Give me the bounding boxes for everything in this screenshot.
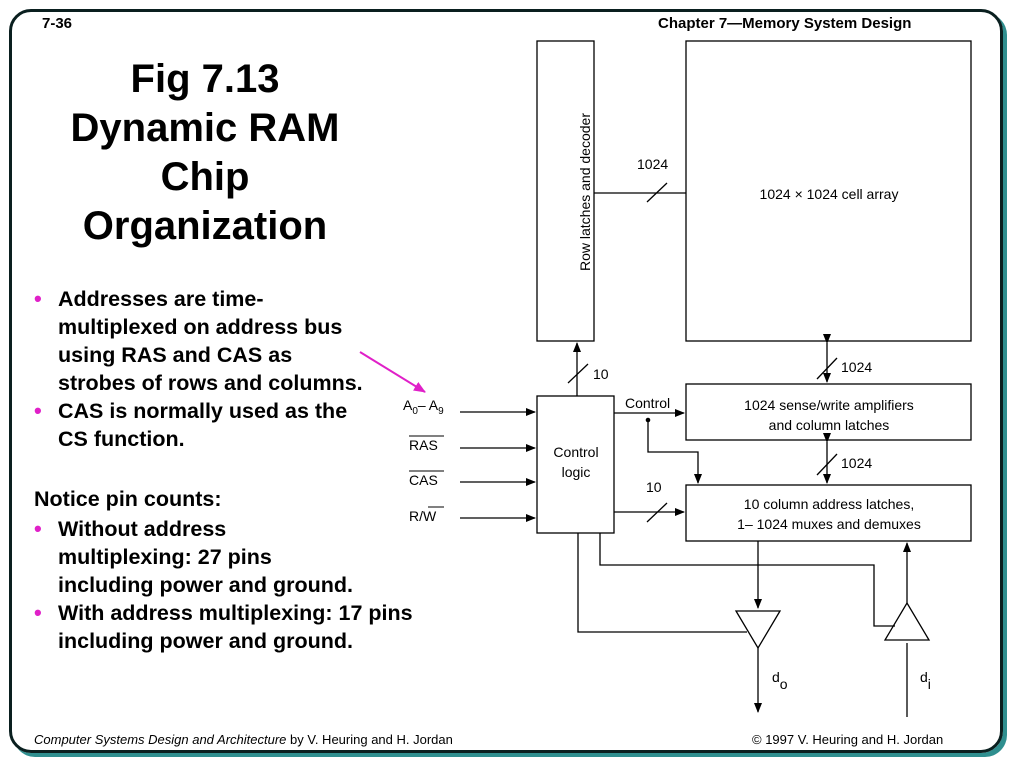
footer-citation: Computer Systems Design and Architecture… (34, 732, 453, 747)
address-pins-label: A0– A9 (403, 397, 444, 417)
junction-dot (645, 417, 651, 423)
bullet-list-bottom: Without address multiplexing: 27 pins in… (34, 515, 424, 655)
bus-slash (646, 502, 668, 523)
column-latch-box (685, 484, 972, 542)
footer-copyright: © 1997 V. Heuring and H. Jordan (752, 732, 944, 747)
row-decoder-box (536, 40, 595, 342)
slide-number: 7-36 (42, 15, 73, 32)
ras-label: RAS (409, 437, 438, 453)
column-latch-label-2: 1– 1024 muxes and demuxes (737, 516, 921, 532)
rw-label: R/W (409, 508, 437, 524)
bus-width-label: 1024 (841, 455, 872, 471)
row-decoder-label: Row latches and decoder (577, 113, 593, 271)
bullet-item: CAS is normally used as the CS function. (34, 397, 364, 453)
bus-width-label: 1024 (841, 359, 872, 375)
slide-frame (9, 9, 1003, 753)
control-logic-label-2: logic (562, 464, 591, 480)
control-signal-label: Control (625, 395, 670, 411)
column-latch-label-1: 10 column address latches, (744, 496, 914, 512)
control-logic-box (536, 395, 615, 534)
bus-width-label: 10 (593, 366, 609, 382)
control-logic-label-1: Control (553, 444, 598, 460)
sense-amps-label-1: 1024 sense/write amplifiers (744, 397, 914, 413)
pointer-arrow (359, 351, 426, 393)
title-line-3: Chip (160, 155, 250, 199)
title-line-2: Dynamic RAM (70, 106, 340, 150)
slide-title: Fig 7.13 Dynamic RAM Chip Organization (40, 55, 370, 251)
book-title: Computer Systems Design and Architecture (34, 732, 287, 747)
bus-width-label: 10 (646, 479, 662, 495)
bus-slash (816, 453, 838, 476)
data-in-label: di (920, 669, 931, 692)
bullet-item: Addresses are time-multiplexed on addres… (34, 285, 364, 397)
output-enable-line (577, 533, 747, 633)
bullet-item: Without address multiplexing: 27 pins in… (34, 515, 358, 599)
output-buffer-triangle (734, 610, 782, 650)
bus-slash (646, 182, 668, 203)
chapter-header: Chapter 7—Memory System Design (658, 15, 912, 32)
data-out-label: do (772, 669, 788, 692)
notice-heading: Notice pin counts: (34, 487, 222, 511)
bus-width-label: 1024 (637, 156, 668, 172)
input-enable-line (599, 533, 895, 627)
bus-slash (816, 357, 838, 380)
control-branch-line (647, 420, 702, 484)
title-line-1: Fig 7.13 (130, 57, 280, 101)
input-buffer-triangle (883, 601, 931, 641)
bullet-item: With address multiplexing: 17 pins inclu… (34, 599, 424, 655)
cell-array-label: 1024 × 1024 cell array (760, 186, 899, 202)
bus-slash (567, 363, 589, 384)
cas-label: CAS (409, 472, 438, 488)
bullet-list-top: Addresses are time-multiplexed on addres… (34, 285, 364, 453)
book-authors: by V. Heuring and H. Jordan (286, 732, 453, 747)
sense-amps-label-2: and column latches (769, 417, 890, 433)
title-line-4: Organization (82, 204, 328, 248)
